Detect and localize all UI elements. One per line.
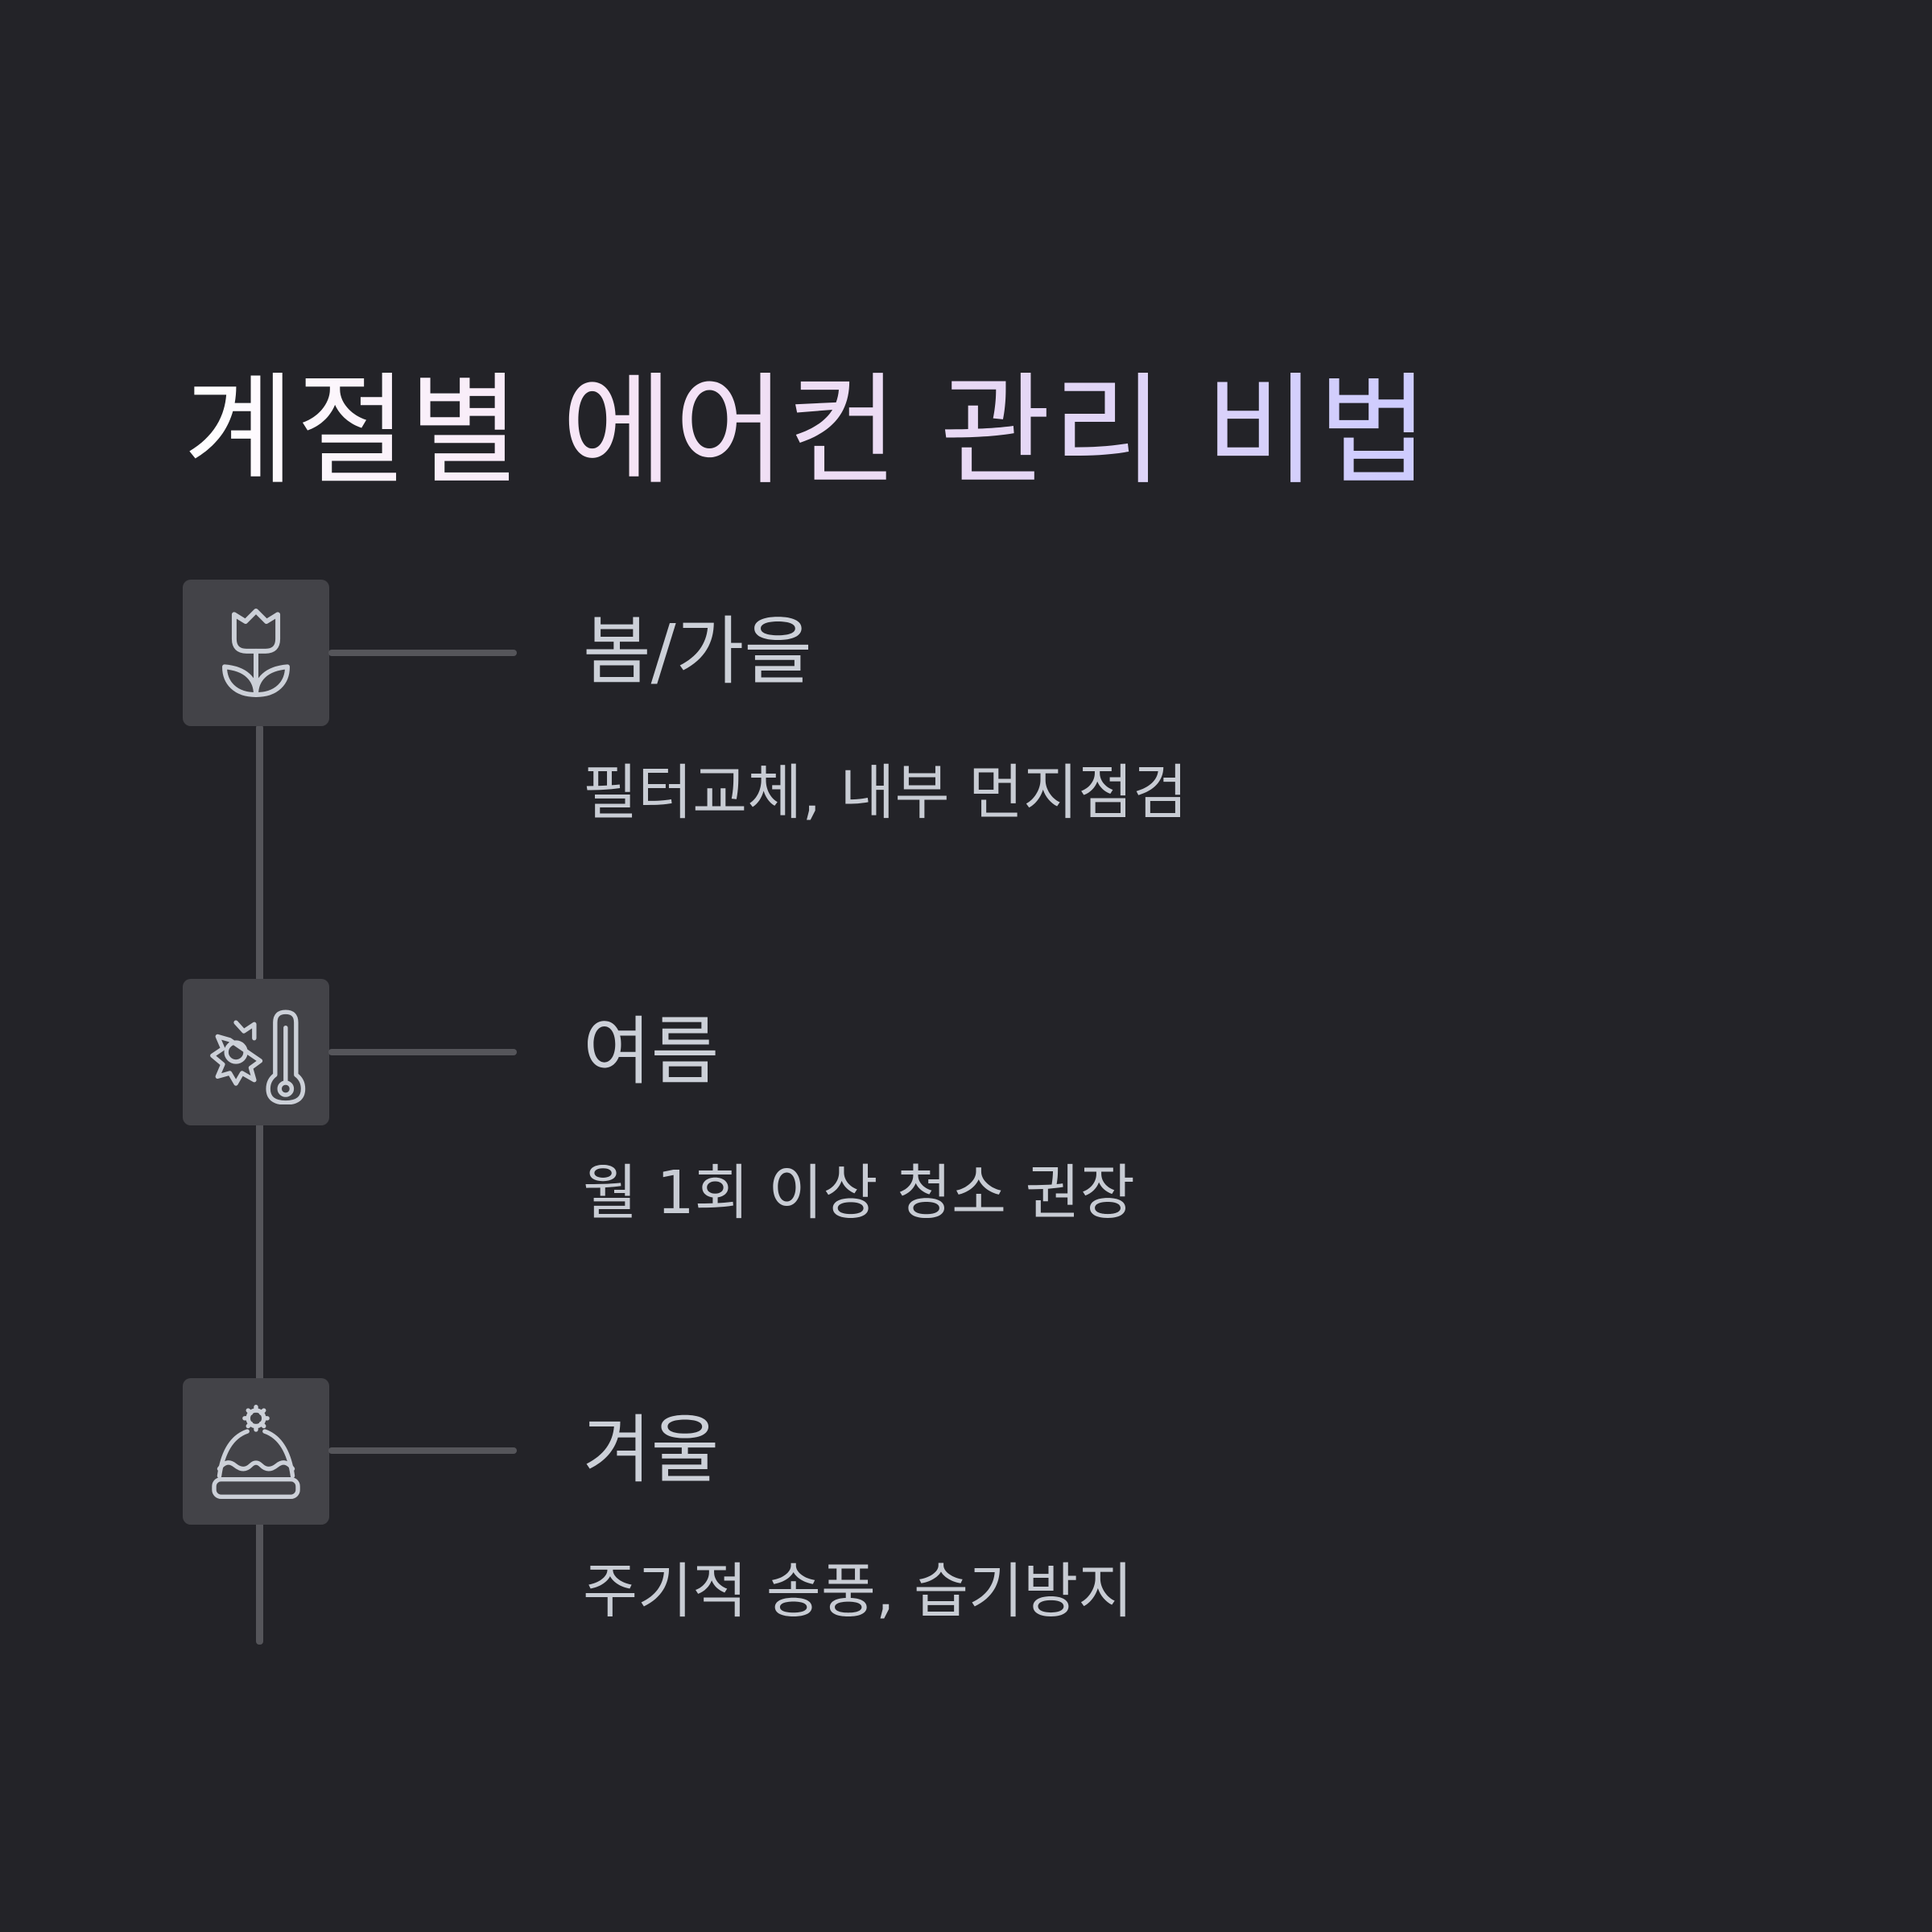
page-title: 계절별 에어컨 관리 비법 (184, 361, 1431, 502)
step-description: 월 1회 이상 청소 권장 (583, 1158, 1135, 1228)
step-title: 겨울 (583, 1407, 720, 1493)
step-connector-line (328, 1447, 517, 1454)
step-title: 봄/가을 (583, 609, 812, 695)
sun-thermometer-icon (183, 979, 329, 1125)
tulip-flower-icon (183, 580, 329, 726)
step-connector-line (328, 650, 517, 656)
step-description: 주기적 송풍, 습기방지 (583, 1557, 1133, 1626)
winter-hat-icon (183, 1378, 329, 1525)
step-description: 필터교체, 내부 먼지점검 (583, 758, 1188, 828)
timeline-spine (256, 724, 263, 1645)
step-title: 여름 (583, 1009, 720, 1095)
step-connector-line (328, 1049, 517, 1055)
